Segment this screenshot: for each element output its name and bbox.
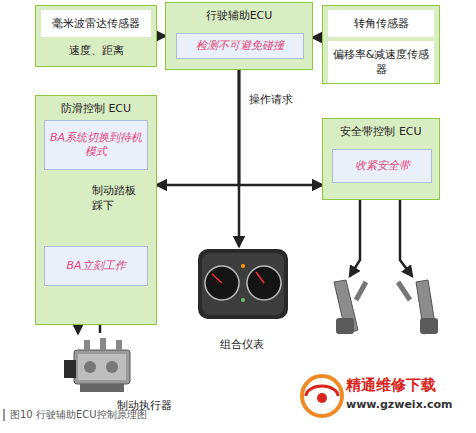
actuator-figure: 制动执行器	[60, 333, 172, 413]
connector-arrow	[238, 70, 241, 246]
connector-arrow	[313, 36, 322, 39]
watermark-logo	[302, 376, 342, 416]
edge-label: 操作请求	[247, 92, 295, 107]
caption: 图10 行驶辅助ECU控制原理图	[10, 408, 147, 422]
instrument-cluster-illustration	[198, 249, 288, 319]
sensor-box: 毫米波雷达传感器速度、距离	[35, 5, 157, 67]
instrument-figure: 组合仪表	[192, 246, 292, 352]
watermark-url: www.gzweix.com	[346, 398, 474, 411]
node-text: BA立刻工作	[66, 259, 125, 273]
node-text: 安全带控制 ECU	[323, 119, 439, 139]
node-text: 防滑控制 ECU	[36, 96, 156, 116]
node-text: 行驶辅助ECU	[166, 3, 312, 23]
watermark: 精通维修下载	[346, 376, 474, 395]
node-text: 收紧安全带	[355, 159, 410, 173]
pedal-label: 制动踏板踩下	[92, 183, 146, 213]
node-text: 速度、距离	[36, 37, 156, 64]
function-box: 收紧安全带	[332, 149, 432, 183]
connector-arrow	[239, 70, 322, 185]
function-box: BA立刻工作	[44, 246, 148, 286]
sensor-box: 转角传感器偏移率&减速度传感器	[322, 5, 440, 84]
node-text: 毫米波雷达传感器	[41, 10, 151, 37]
node-text: 组合仪表	[220, 337, 264, 352]
connector-arrow	[157, 35, 165, 38]
function-box: 检测不可避免碰撞	[176, 33, 304, 59]
seatbelt-illustration	[334, 280, 438, 334]
caption-bar	[3, 409, 5, 421]
node-text: 转角传感器	[328, 10, 434, 37]
ecu-box: 安全带控制 ECU 收紧安全带	[322, 118, 440, 200]
node-text: BA系统切换到待机模式	[48, 131, 144, 160]
node-text: 偏移率&减速度传感器	[328, 41, 434, 83]
seatbelt-arrows	[350, 200, 412, 276]
node-text: 检测不可避免碰撞	[196, 39, 284, 53]
function-box: BA系统切换到待机模式	[44, 120, 148, 170]
connector-arrow	[157, 70, 239, 185]
brake-actuator-illustration	[64, 338, 130, 392]
ecu-box: 行驶辅助ECU 检测不可避免碰撞	[165, 2, 313, 70]
